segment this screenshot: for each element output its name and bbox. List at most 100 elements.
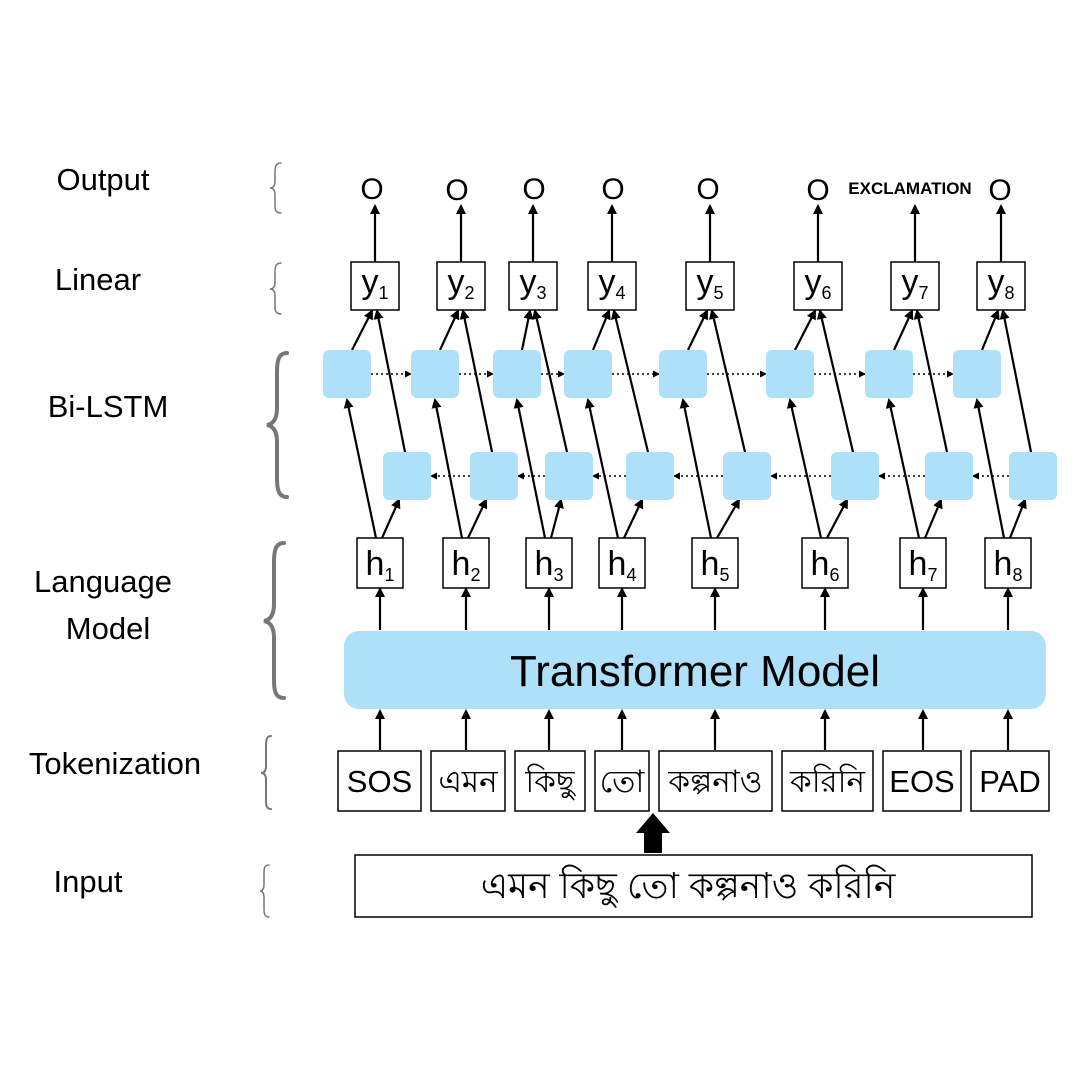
hidden-state-box bbox=[899, 537, 947, 589]
linear-output-label: y5 bbox=[696, 263, 723, 303]
hidden-state-label-symbol: h bbox=[994, 545, 1013, 583]
input-brace bbox=[259, 864, 270, 918]
hidden-to-backward-lstm-arrow bbox=[1008, 498, 1027, 539]
linear-output-box bbox=[685, 261, 735, 311]
hidden-state-label-subscript: 8 bbox=[1012, 565, 1022, 585]
language-model-label-line2: Model bbox=[66, 611, 150, 646]
output-tag: O bbox=[806, 174, 829, 207]
output-tag: O bbox=[360, 173, 383, 206]
forward-lstm-to-linear-arrow bbox=[687, 309, 708, 351]
forward-lstm-to-linear-arrow bbox=[980, 309, 1000, 351]
linear-layer-label: Linear bbox=[55, 262, 141, 297]
backward-lstm-to-linear-arrow bbox=[611, 309, 650, 453]
token-text: EOS bbox=[889, 764, 954, 799]
forward-lstm-to-linear-arrow bbox=[591, 309, 611, 351]
forward-lstm-cell bbox=[865, 350, 913, 398]
token-text: PAD bbox=[979, 764, 1040, 799]
linear-output-label: y2 bbox=[447, 263, 474, 303]
forward-lstm-to-linear-arrow bbox=[893, 309, 914, 351]
hidden-to-forward-lstm-arrow bbox=[973, 398, 1006, 539]
hidden-state-box bbox=[598, 537, 646, 589]
linear-brace bbox=[269, 262, 282, 315]
linear-output-label-subscript: 2 bbox=[464, 283, 474, 303]
hidden-to-forward-lstm-arrow bbox=[343, 398, 378, 539]
hidden-to-forward-lstm-arrow bbox=[679, 398, 713, 539]
token-text: এমন bbox=[438, 764, 498, 799]
hidden-state-label-symbol: h bbox=[366, 545, 385, 583]
hidden-state-label: h3 bbox=[535, 545, 564, 585]
forward-lstm-to-linear-arrow bbox=[351, 309, 373, 351]
hidden-state-box bbox=[442, 537, 490, 589]
hidden-state-label-symbol: h bbox=[608, 545, 627, 583]
backward-lstm-to-linear-arrow bbox=[708, 309, 747, 453]
token-box bbox=[970, 750, 1050, 812]
linear-output-label-symbol: y bbox=[361, 263, 378, 301]
token-box bbox=[594, 750, 650, 812]
linear-output-box bbox=[976, 261, 1026, 311]
forward-lstm-cell bbox=[766, 350, 814, 398]
hidden-state-label: h6 bbox=[811, 545, 840, 585]
token-text: কল্পনাও bbox=[667, 764, 762, 799]
backward-lstm-cell bbox=[626, 452, 674, 500]
hidden-state-label-symbol: h bbox=[452, 545, 471, 583]
linear-output-label-symbol: y bbox=[804, 263, 821, 301]
hidden-to-backward-lstm-arrow bbox=[467, 498, 488, 539]
linear-output-label-symbol: y bbox=[447, 263, 464, 301]
backward-lstm-to-linear-arrow bbox=[913, 309, 949, 453]
output-tag-exclamation: EXCLAMATION bbox=[848, 179, 971, 198]
hidden-to-backward-lstm-arrow bbox=[826, 498, 848, 539]
tokenization-brace bbox=[260, 735, 272, 810]
linear-output-label-symbol: y bbox=[987, 263, 1004, 301]
linear-output-label: y8 bbox=[987, 263, 1014, 303]
input-to-tokens-arrow bbox=[636, 813, 670, 853]
hidden-state-label: h7 bbox=[909, 545, 938, 585]
connection-arrows bbox=[343, 204, 1033, 750]
linear-output-box bbox=[793, 261, 843, 311]
hidden-state-label-subscript: 4 bbox=[626, 565, 636, 585]
token-box bbox=[430, 750, 506, 812]
forward-lstm-cell bbox=[953, 350, 1001, 398]
token-box bbox=[337, 750, 422, 812]
hidden-state-label: h5 bbox=[701, 545, 730, 585]
input-sentence-box bbox=[354, 854, 1033, 918]
hidden-to-forward-lstm-arrow bbox=[431, 398, 464, 539]
linear-output-label-symbol: y bbox=[519, 263, 536, 301]
hidden-to-forward-lstm-arrow bbox=[786, 398, 823, 539]
output-tag: O bbox=[522, 173, 545, 206]
linear-output-box bbox=[890, 261, 940, 311]
backward-lstm-to-linear-arrow bbox=[373, 309, 407, 453]
hidden-state-label-subscript: 3 bbox=[553, 565, 563, 585]
backward-lstm-cell bbox=[383, 452, 431, 500]
backward-lstm-to-linear-arrow bbox=[459, 309, 494, 453]
forward-lstm-cell bbox=[564, 350, 612, 398]
forward-lstm-cell bbox=[493, 350, 541, 398]
backward-lstm-cell bbox=[723, 452, 771, 500]
bilstm-brace bbox=[266, 351, 289, 499]
linear-output-box bbox=[587, 261, 637, 311]
transformer-model-label: Transformer Model bbox=[510, 647, 880, 696]
backward-lstm-to-linear-arrow bbox=[999, 309, 1033, 453]
hidden-state-label: h4 bbox=[608, 545, 637, 585]
token-text: SOS bbox=[347, 764, 412, 799]
backward-lstm-to-linear-arrow bbox=[816, 309, 855, 453]
linear-output-label: y1 bbox=[361, 263, 388, 303]
token-text: তো bbox=[600, 764, 646, 799]
output-layer-label: Output bbox=[56, 162, 149, 197]
forward-lstm-cell bbox=[659, 350, 707, 398]
hidden-to-forward-lstm-arrow bbox=[513, 398, 547, 539]
language-model-label-line1: Language bbox=[34, 564, 172, 599]
hidden-state-label-symbol: h bbox=[701, 545, 720, 583]
hidden-state-label-subscript: 2 bbox=[470, 565, 480, 585]
backward-lstm-cell bbox=[1009, 452, 1057, 500]
linear-output-label-subscript: 1 bbox=[378, 283, 388, 303]
linear-output-label: y7 bbox=[901, 263, 928, 303]
hidden-state-label-subscript: 5 bbox=[719, 565, 729, 585]
token-text: করিনি bbox=[789, 763, 865, 799]
hidden-state-label-symbol: h bbox=[535, 545, 554, 583]
hidden-to-forward-lstm-arrow bbox=[885, 398, 921, 539]
backward-lstm-cell bbox=[831, 452, 879, 500]
forward-lstm-to-linear-arrow bbox=[439, 309, 460, 351]
forward-lstm-cell bbox=[323, 350, 371, 398]
